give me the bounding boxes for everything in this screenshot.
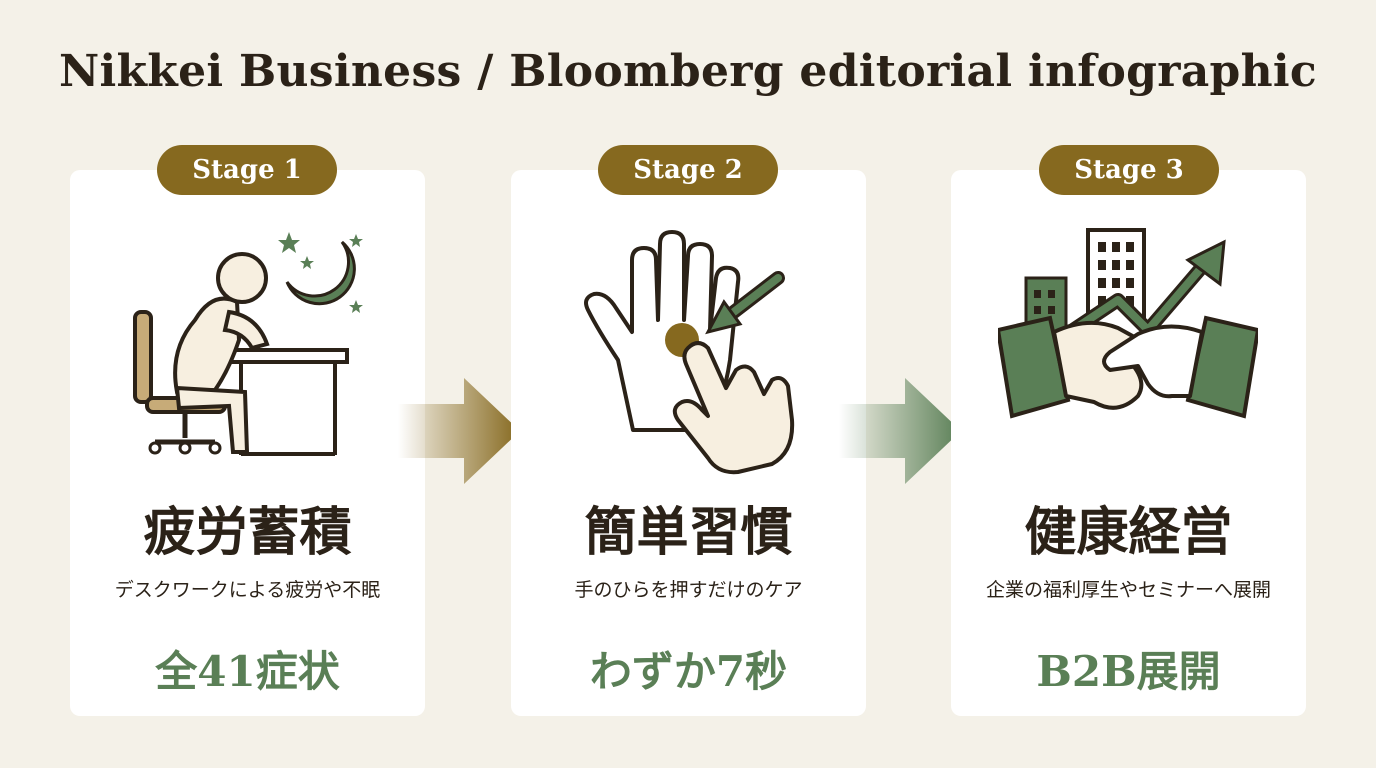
stage-metric: 全41症状 xyxy=(155,647,340,696)
stage-metric: わずか7秒 xyxy=(589,647,788,696)
flow-arrow-icon xyxy=(839,378,961,484)
stage-metric: B2B展開 xyxy=(1036,647,1221,696)
stage-card-1: 疲労蓄積 デスクワークによる疲労や不眠 全41症状 xyxy=(70,170,425,716)
stage-subtitle: 企業の福利厚生やセミナーへ展開 xyxy=(985,579,1271,601)
stage-title: 疲労蓄積 xyxy=(143,502,352,563)
stage-title: 健康経営 xyxy=(1024,502,1233,563)
stage-badge-2: Stage 2 xyxy=(598,145,778,195)
flow-arrow-icon xyxy=(398,378,520,484)
handshake-growth-icon xyxy=(998,228,1258,419)
stage-badge-1: Stage 1 xyxy=(157,145,337,195)
page-title: Nikkei Business / Bloomberg editorial in… xyxy=(58,46,1317,97)
stage-card-3: 健康経営 企業の福利厚生やセミナーへ展開 B2B展開 xyxy=(951,170,1306,716)
palm-press-icon xyxy=(584,230,795,475)
stage-badge-3: Stage 3 xyxy=(1039,145,1219,195)
tired-desk-worker-icon xyxy=(133,232,363,456)
stage-subtitle: 手のひらを押すだけのケア xyxy=(574,579,803,601)
stage-title: 簡単習慣 xyxy=(584,502,793,563)
stage-card-2: 簡単習慣 手のひらを押すだけのケア わずか7秒 xyxy=(511,170,866,716)
stage-subtitle: デスクワークによる疲労や不眠 xyxy=(114,579,381,601)
